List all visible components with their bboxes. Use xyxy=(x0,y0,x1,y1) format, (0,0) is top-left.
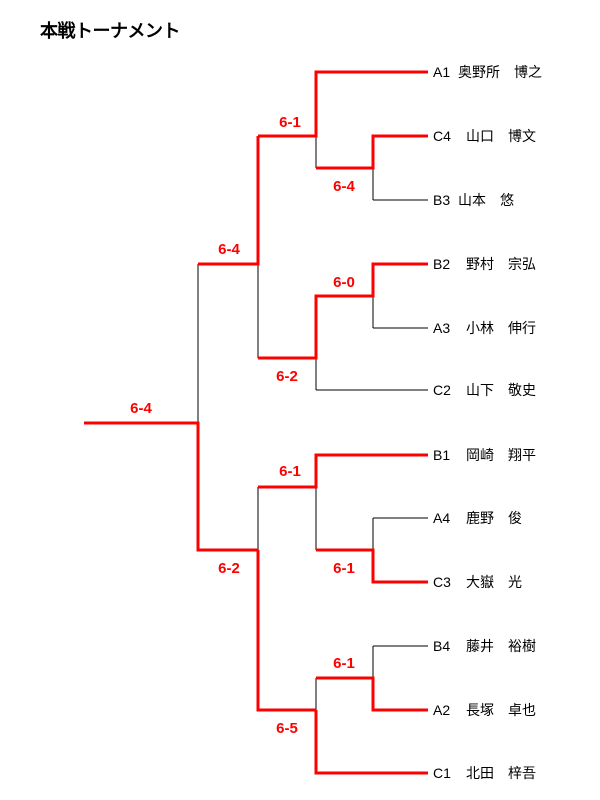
player-entry: A4 鹿野 俊 xyxy=(433,510,522,527)
page-title: 本戦トーナメント xyxy=(40,21,181,42)
player-seed: B1 xyxy=(433,447,450,463)
score-sf-bottom: 6-2 xyxy=(218,560,240,577)
player-seed: B4 xyxy=(433,638,450,654)
player-name: 鹿野 俊 xyxy=(466,510,522,527)
score-sf-top: 6-4 xyxy=(218,241,240,258)
player-name: 岡崎 翔平 xyxy=(466,448,536,464)
player-entry: C2 山下 敬史 xyxy=(433,382,536,399)
player-name: 野村 宗弘 xyxy=(466,257,536,273)
score-final: 6-4 xyxy=(130,400,152,417)
player-entry: B4 藤井 裕樹 xyxy=(433,638,536,655)
player-name: 山口 博文 xyxy=(466,128,536,145)
score-r2-c1: 6-5 xyxy=(276,720,298,737)
player-seed: C1 xyxy=(433,765,451,781)
player-seed: B3 xyxy=(433,192,450,208)
score-r1-a4-c3: 6-1 xyxy=(333,560,355,577)
player-entry: A3 小林 伸行 xyxy=(433,320,536,337)
score-r2-c2: 6-2 xyxy=(276,368,298,385)
player-entry: C4 山口 博文 xyxy=(433,128,536,145)
player-entry: B2 野村 宗弘 xyxy=(433,256,536,273)
player-entry: C1 北田 梓吾 xyxy=(433,765,536,782)
score-r1-b4-a2: 6-1 xyxy=(333,655,355,672)
player-name: 藤井 裕樹 xyxy=(466,639,536,655)
player-seed: C4 xyxy=(433,128,451,144)
player-name: 奥野所 博之 xyxy=(458,64,542,81)
player-seed: C2 xyxy=(433,382,451,398)
bracket-lines-red xyxy=(84,70,428,775)
player-seed: A3 xyxy=(433,320,450,336)
player-seed: C3 xyxy=(433,574,451,590)
player-entry: B1 岡崎 翔平 xyxy=(433,447,536,464)
player-name: 山下 敬史 xyxy=(466,383,536,399)
player-entry: B3 山本 悠 xyxy=(433,192,514,209)
player-seed: A2 xyxy=(433,702,450,718)
player-seed: B2 xyxy=(433,256,450,272)
score-r1-b2-a3: 6-0 xyxy=(333,274,355,291)
player-name: 山本 悠 xyxy=(458,193,514,209)
score-r2-a1: 6-1 xyxy=(279,114,301,131)
player-entry: A2 長塚 卓也 xyxy=(433,702,536,719)
player-name: 長塚 卓也 xyxy=(466,703,536,719)
player-seed: A1 xyxy=(433,64,450,80)
player-seed: A4 xyxy=(433,510,450,526)
player-entry: C3 大嶽 光 xyxy=(433,574,522,591)
player-name: 大嶽 光 xyxy=(466,575,522,591)
player-name: 小林 伸行 xyxy=(466,321,536,337)
player-entry: A1 奥野所 博之 xyxy=(433,64,542,81)
bracket-lines-black xyxy=(197,136,428,710)
score-r1-c4-b3: 6-4 xyxy=(333,178,355,195)
score-r2-b1: 6-1 xyxy=(279,463,301,480)
player-name: 北田 梓吾 xyxy=(466,766,536,782)
